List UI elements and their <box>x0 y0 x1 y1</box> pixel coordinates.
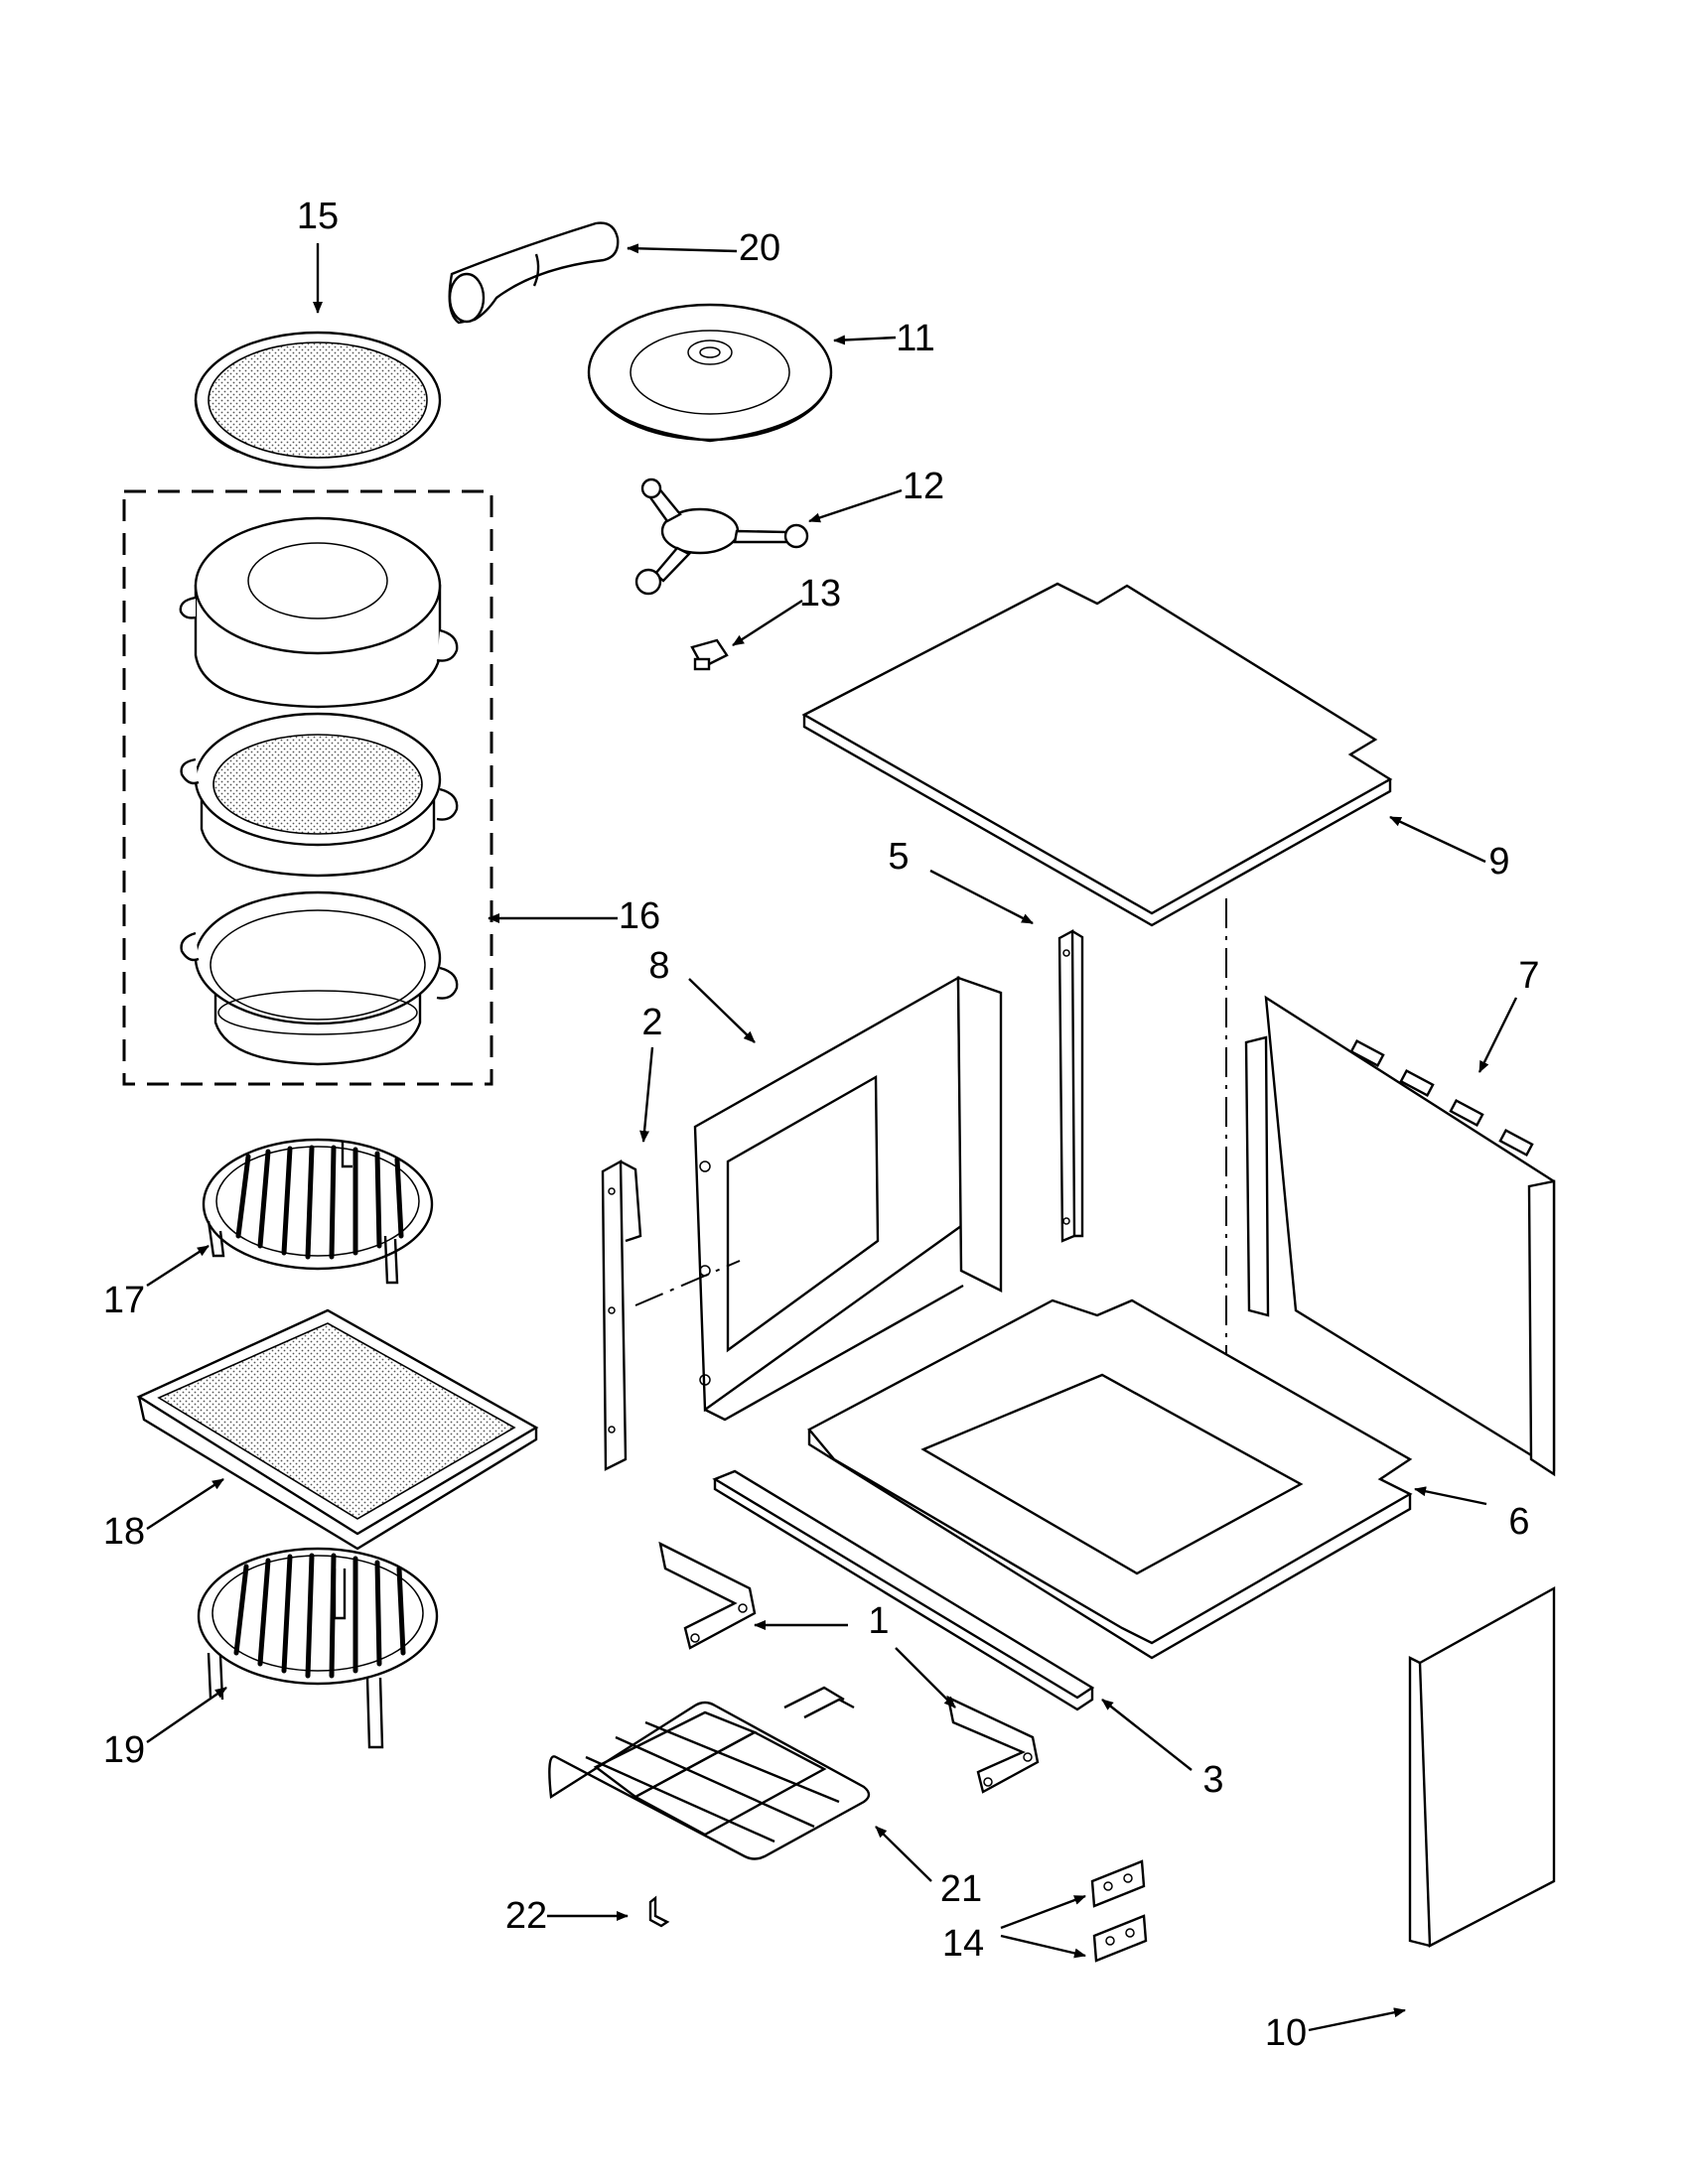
callout-20: 20 <box>739 227 780 269</box>
part-heating-element <box>548 1686 871 1860</box>
callout-19: 19 <box>103 1729 145 1771</box>
part-strip-left <box>601 1159 642 1471</box>
callout-7: 7 <box>1518 955 1539 997</box>
callout-9: 9 <box>1488 841 1509 883</box>
part-small-clip <box>648 1895 670 1928</box>
callout-2: 2 <box>641 1002 662 1043</box>
part-clip <box>690 638 729 671</box>
part-steamer-lid <box>179 516 459 709</box>
callout-11: 11 <box>896 318 934 359</box>
callout-16: 16 <box>619 895 660 937</box>
part-steamer-pot <box>180 890 459 1066</box>
callout-3: 3 <box>1202 1759 1223 1801</box>
part-side-cover <box>1408 1585 1556 1948</box>
callout-5: 5 <box>888 836 909 878</box>
callout-1: 1 <box>868 1600 889 1642</box>
steamer-set-group-box <box>122 489 493 1086</box>
callout-17: 17 <box>103 1280 145 1321</box>
leader-lines <box>146 243 1518 2032</box>
part-bracket-b <box>946 1695 1040 1794</box>
callout-18: 18 <box>103 1511 145 1553</box>
part-floor <box>807 1298 1413 1660</box>
callout-8: 8 <box>648 945 669 987</box>
callout-14: 14 <box>942 1923 984 1965</box>
callout-10: 10 <box>1265 2012 1307 2054</box>
part-crisp-plate <box>194 331 442 470</box>
part-strip-right <box>1057 928 1084 1243</box>
callout-6: 6 <box>1508 1501 1529 1543</box>
callout-21: 21 <box>940 1868 982 1910</box>
callout-22: 22 <box>505 1895 547 1937</box>
part-roller-support <box>634 478 809 596</box>
part-pads <box>1090 1859 1148 1963</box>
part-side-panel-left <box>693 975 1003 1422</box>
part-side-panel-right <box>1244 995 1556 1477</box>
callout-12: 12 <box>903 466 944 507</box>
callout-15: 15 <box>297 196 339 237</box>
part-front-rail <box>712 1469 1095 1711</box>
part-low-rack <box>202 1138 434 1285</box>
part-baking-tray <box>136 1308 539 1551</box>
part-bracket-a <box>658 1541 757 1650</box>
part-handle <box>448 221 620 325</box>
alignment-line-left <box>634 1260 741 1306</box>
part-high-rack <box>197 1547 439 1749</box>
callout-13: 13 <box>799 573 841 614</box>
part-turntable <box>587 303 833 443</box>
part-steamer-basket <box>180 712 459 878</box>
callout-labels: 15 20 11 12 13 9 5 16 8 7 2 17 6 18 1 19… <box>103 196 1540 2054</box>
